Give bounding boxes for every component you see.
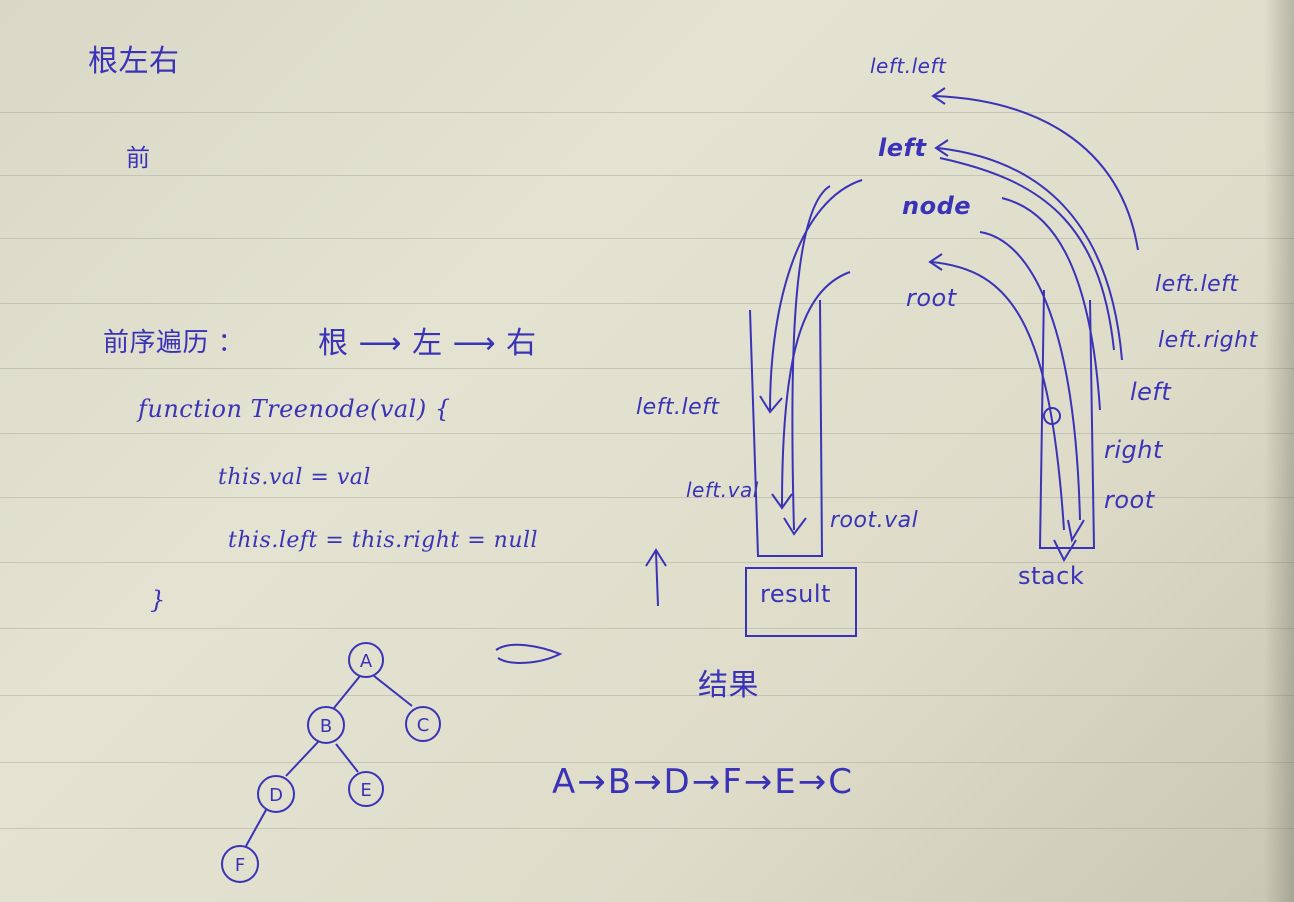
tree-node-label: F <box>235 855 245 876</box>
tree-node-label: C <box>417 715 430 736</box>
code-line-2: this.val = val <box>218 465 371 490</box>
page-title: 根左右 <box>88 44 180 79</box>
ruled-line <box>0 303 1294 304</box>
arrow-head <box>1053 539 1077 563</box>
tree-edge <box>373 675 413 707</box>
arrow-head <box>1067 519 1085 543</box>
preorder-label: 前序遍历 ： <box>103 328 245 358</box>
ruled-line <box>0 433 1294 434</box>
ruled-line <box>0 695 1294 696</box>
tree-edge <box>333 675 361 709</box>
pop-label: root <box>906 284 957 312</box>
result-box <box>745 567 857 637</box>
tree-node-label: B <box>320 716 332 737</box>
tree-node <box>348 771 384 807</box>
ruled-line <box>0 562 1294 563</box>
stack-container <box>1038 289 1096 549</box>
arc-arrow <box>931 87 1139 251</box>
page-edge-shadow <box>1264 0 1294 902</box>
corner-scribble: 前 <box>126 144 151 172</box>
result-box-label: result <box>760 580 831 608</box>
result-item: left.val <box>686 478 759 502</box>
arc-arrow <box>771 271 851 510</box>
arc-arrow <box>934 139 1123 361</box>
traversal-sequence: A→B→D→F→E→C <box>552 762 854 802</box>
result-container <box>749 299 824 557</box>
scribble <box>495 643 563 664</box>
up-arrow <box>645 548 667 607</box>
stack-box-label: stack <box>1018 562 1085 590</box>
arc-arrow <box>939 157 1115 351</box>
stack-outer-item: left.right <box>1158 328 1258 353</box>
pop-label: left.left <box>870 54 947 78</box>
arc-arrow <box>1001 197 1101 411</box>
arc-arrow <box>928 253 1065 531</box>
ruled-line <box>0 628 1294 629</box>
code-line-4: } <box>150 586 166 614</box>
ruled-line <box>0 762 1294 763</box>
ruled-line <box>0 112 1294 113</box>
pop-label: left <box>878 134 927 162</box>
tree-edge <box>285 741 319 777</box>
pop-label: node <box>902 192 972 220</box>
tree-node <box>348 642 384 678</box>
stack-item: root <box>1104 486 1155 514</box>
result-item: left.left <box>636 395 720 420</box>
code-line-1: function Treenode(val) { <box>138 395 451 423</box>
tree-node-label: A <box>360 651 373 672</box>
ruled-line <box>0 368 1294 369</box>
binary-tree: A B C D E F <box>221 642 441 883</box>
result-caption: 结果 <box>698 668 759 703</box>
tree-node-label: E <box>360 780 371 801</box>
result-item: root.val <box>830 508 919 533</box>
ruled-line <box>0 497 1294 498</box>
tree-node <box>221 845 259 883</box>
arc-arrow <box>783 185 831 536</box>
stack-item: left <box>1130 378 1172 406</box>
tree-edge <box>245 809 267 847</box>
preorder-order: 根 ⟶ 左 ⟶ 右 <box>318 326 537 361</box>
stack-outer-item: left.left <box>1155 272 1239 297</box>
ruled-line <box>0 828 1294 829</box>
ruled-line <box>0 238 1294 239</box>
stack-item: right <box>1104 436 1163 464</box>
ruled-line <box>0 175 1294 176</box>
tree-edge <box>335 743 359 773</box>
tree-node <box>405 706 441 742</box>
arc-arrow <box>979 231 1081 521</box>
tree-node <box>257 775 295 813</box>
arc-arrow <box>759 179 863 414</box>
code-line-3: this.left = this.right = null <box>228 528 539 553</box>
tree-node <box>307 706 345 744</box>
tree-node-label: D <box>269 785 283 806</box>
